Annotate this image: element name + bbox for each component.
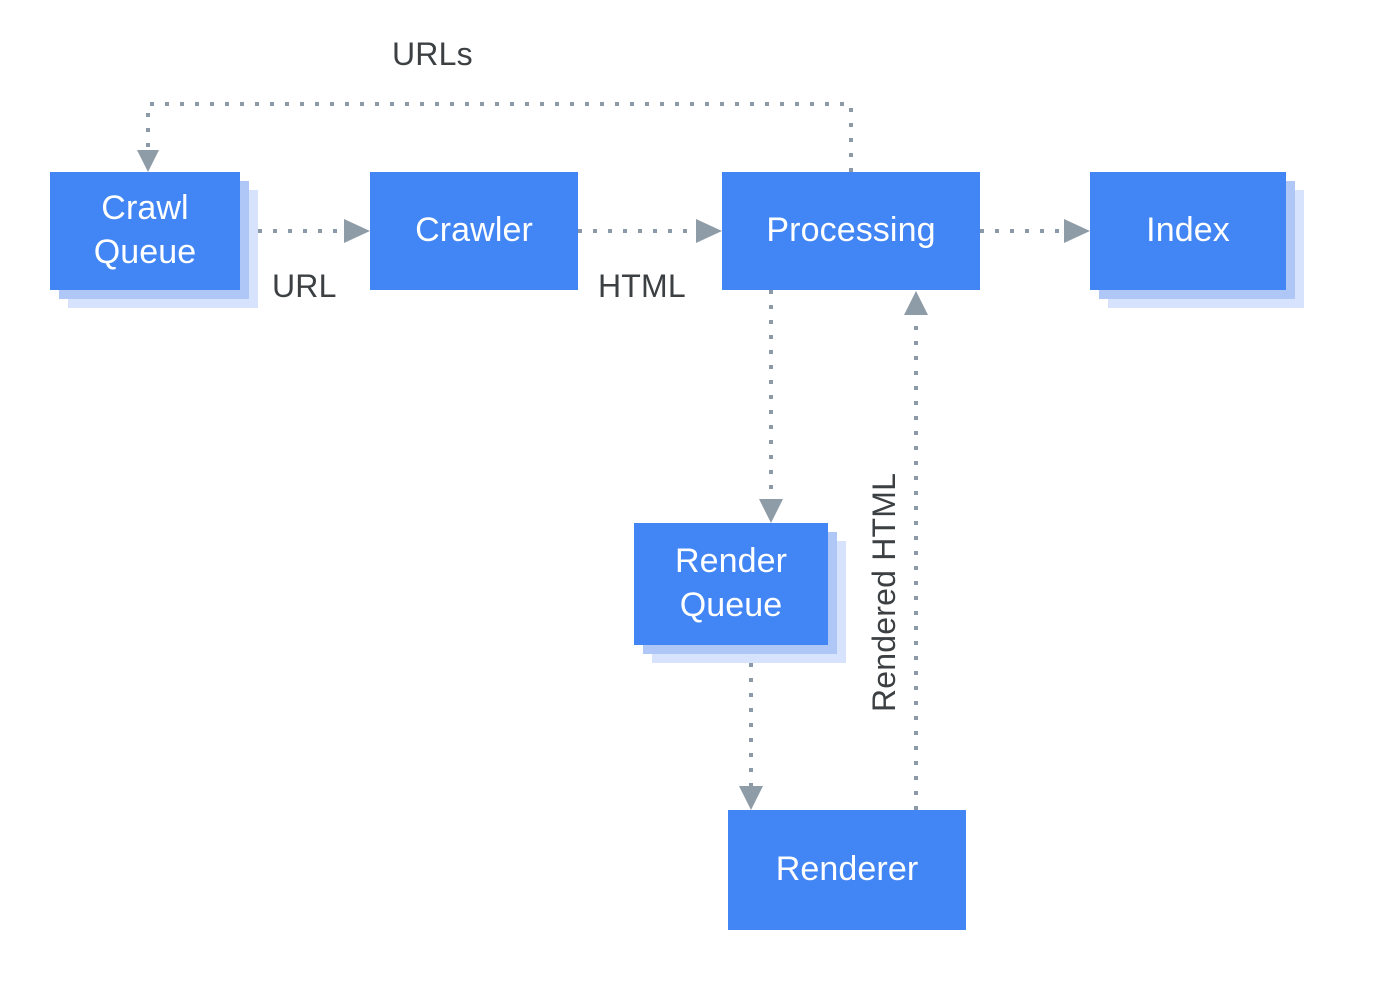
processing-face: Processing [722,172,980,290]
node-label-render-queue: Render Queue [674,542,788,624]
node-processing[interactable]: Processing [722,172,980,290]
renderer-face: Renderer [728,810,966,930]
edge-index [980,219,1090,243]
arrowhead-render-queue [759,499,783,523]
node-crawl-queue[interactable]: Crawl Queue [50,172,258,308]
edge-to-renderer [739,663,763,810]
index-face: Index [1090,172,1286,290]
edge-url [258,219,370,243]
node-index[interactable]: Index [1090,172,1304,308]
edge-label-url: URL [272,268,337,304]
edge-html [578,219,722,243]
arrowhead-renderer [739,786,763,810]
edge-rendered-html [904,291,928,810]
edge-label-html: HTML [598,268,686,304]
render-queue-face: Render Queue [634,523,828,645]
node-label-renderer: Renderer [775,850,919,889]
edge-label-rendered-html: Rendered HTML [866,472,902,712]
node-crawler[interactable]: Crawler [370,172,578,290]
crawl-queue-face: Crawl Queue [50,172,240,290]
arrowhead-index [1064,219,1090,243]
edge-label-urls: URLs [392,36,473,72]
edge-to-render-queue [759,290,783,523]
crawler-face: Crawler [370,172,578,290]
arrowhead-html [696,219,722,243]
edge-urls [137,102,853,172]
arrowhead-url [344,219,370,243]
node-renderer[interactable]: Renderer [728,810,966,930]
node-label-processing: Processing [766,211,936,250]
arrowhead-urls [137,150,159,172]
node-label-crawler: Crawler [415,211,533,250]
node-render-queue[interactable]: Render Queue [634,523,846,663]
arrowhead-rendered-html [904,291,928,315]
node-label-crawl-queue: Crawl Queue [93,189,197,271]
node-label-index: Index [1146,211,1230,250]
